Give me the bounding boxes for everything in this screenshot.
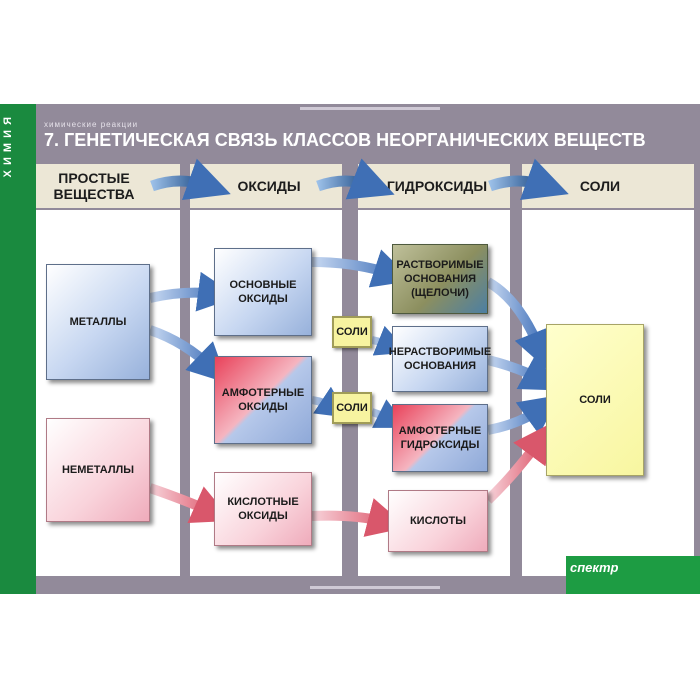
arrow-amphoteric-hydroxides-to-salts xyxy=(487,395,560,435)
header-arrow-2 xyxy=(316,158,395,200)
arrow-nonmetals-to-acidic-oxides xyxy=(148,483,233,523)
arrow-acidic-oxides-to-acids xyxy=(311,498,408,537)
arrow-acids-to-salts xyxy=(484,422,554,504)
header-arrow-1 xyxy=(150,158,231,201)
node-amphoteric-hydroxides: АМФОТЕРНЫЕ ГИДРОКСИДЫ xyxy=(392,404,488,472)
node-salt-small-2: СОЛИ xyxy=(332,392,372,424)
column-title-hydroxides: ГИДРОКСИДЫ xyxy=(386,178,488,194)
arrow-soluble-bases-to-salts xyxy=(485,277,552,371)
node-soluble-bases: РАСТВОРИМЫЕ ОСНОВАНИЯ (ЩЕЛОЧИ) xyxy=(392,244,488,314)
arrow-salt1-to-insoluble-bases xyxy=(371,325,409,356)
arrow-metals-to-amphoteric-oxides xyxy=(148,325,228,384)
node-acids: КИСЛОТЫ xyxy=(388,490,488,552)
node-metals: МЕТАЛЛЫ xyxy=(46,264,150,380)
node-nonmetals: НЕМЕТАЛЛЫ xyxy=(46,418,150,522)
node-salts: СОЛИ xyxy=(546,324,644,476)
arrow-amphoteric-oxides-to-salt2 xyxy=(311,386,349,418)
node-salt-small-1: СОЛИ xyxy=(332,316,372,348)
arrow-salt2-to-amphoteric-hydroxides xyxy=(370,399,408,428)
publisher-logo: спектр xyxy=(570,560,619,575)
bottom-divider xyxy=(310,586,440,589)
arrow-basic-oxides-to-soluble-bases xyxy=(311,249,413,288)
arrow-metals-to-basic-oxides xyxy=(148,271,238,312)
node-insoluble-bases: НЕРАСТВОРИМЫЕ ОСНОВАНИЯ xyxy=(389,326,491,392)
column-title-salts: СОЛИ xyxy=(579,178,621,194)
top-divider xyxy=(300,107,440,110)
column-title-simple-substances: ПРОСТЫЕ ВЕЩЕСТВА xyxy=(53,170,135,202)
poster-title: 7. ГЕНЕТИЧЕСКАЯ СВЯЗЬ КЛАССОВ НЕОРГАНИЧЕ… xyxy=(44,130,646,150)
footer-badge xyxy=(566,556,700,594)
node-basic-oxides: ОСНОВНЫЕ ОКСИДЫ xyxy=(214,248,312,336)
node-acidic-oxides: КИСЛОТНЫЕ ОКСИДЫ xyxy=(214,472,312,546)
node-amphoteric-oxides: АМФОТЕРНЫЕ ОКСИДЫ xyxy=(214,356,312,444)
arrow-insoluble-bases-to-salts xyxy=(486,353,562,391)
column-title-oxides: ОКСИДЫ xyxy=(237,178,301,194)
side-strip xyxy=(0,104,36,594)
poster-subtitle: химические реакции xyxy=(44,120,139,129)
header-arrow-3 xyxy=(488,158,569,201)
